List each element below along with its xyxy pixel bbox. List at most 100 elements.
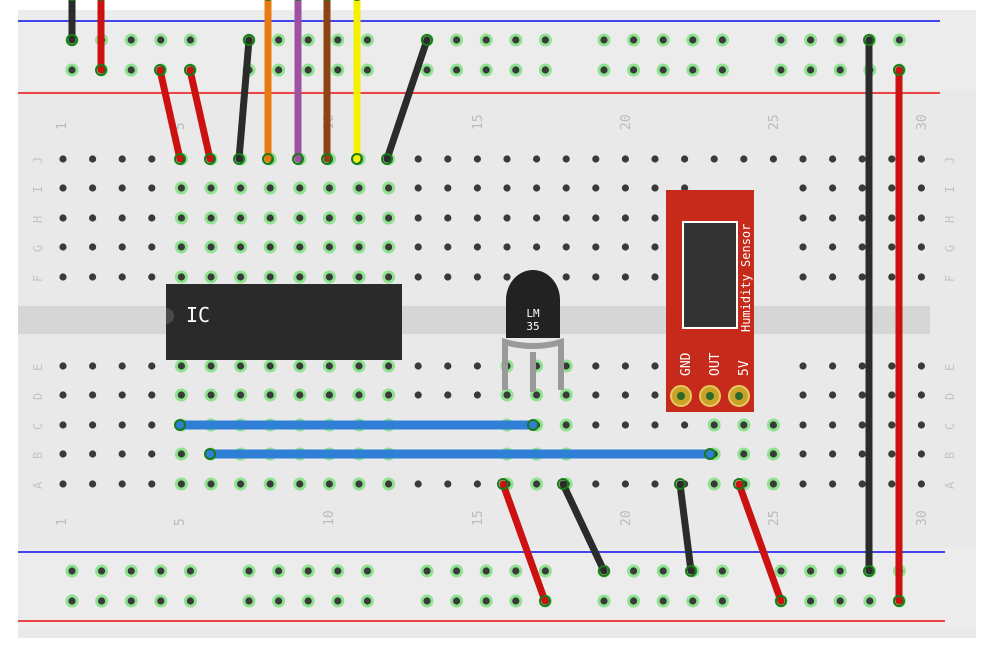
hole-e15[interactable] [473,362,481,370]
hole-j21[interactable] [651,155,659,163]
rail-hole-2-722[interactable] [718,567,727,575]
hole-h14[interactable] [444,214,452,222]
hole-d15[interactable] [473,391,481,399]
rail-hole-0-899[interactable] [895,36,904,44]
hole-i15[interactable] [473,184,481,192]
hole-g21[interactable] [651,243,659,251]
hole-c26[interactable] [799,421,807,429]
hole-a19[interactable] [592,480,600,488]
rail-hole-3-663[interactable] [659,597,667,605]
rail-hole-0-722[interactable] [718,36,727,44]
hole-i19[interactable] [592,184,600,192]
hole-e19[interactable] [592,362,600,370]
hole-i26[interactable] [799,184,807,192]
hole-i6[interactable] [207,184,215,192]
hole-h29[interactable] [888,214,896,222]
hole-e12[interactable] [385,362,393,370]
hole-g27[interactable] [829,243,837,251]
hole-i20[interactable] [621,184,630,192]
hole-f12[interactable] [385,273,393,281]
rail-hole-3-338[interactable] [334,597,342,605]
rail-hole-0-781[interactable] [777,36,785,44]
hole-a21[interactable] [651,480,659,488]
rail-hole-2-634[interactable] [630,567,638,575]
hole-j23[interactable] [710,155,718,163]
hole-c30[interactable] [917,421,926,429]
hole-b3[interactable] [118,450,126,458]
rail-hole-2-367[interactable] [363,567,371,575]
hole-g19[interactable] [592,243,600,251]
hole-g30[interactable] [917,243,926,251]
hole-d1[interactable] [59,391,67,399]
hole-j13[interactable] [414,155,422,163]
rail-hole-1-308[interactable] [304,66,312,74]
hole-g7[interactable] [237,243,245,251]
hole-f4[interactable] [148,273,156,281]
hole-h15[interactable] [473,214,481,222]
hole-j24[interactable] [740,155,748,163]
wire-red-jumper-3[interactable] [499,480,549,605]
hole-j1[interactable] [59,155,67,163]
hole-j26[interactable] [799,155,807,163]
hole-h17[interactable] [533,214,541,222]
hole-b29[interactable] [888,450,896,458]
wire-red-jumper-1[interactable] [156,66,184,163]
rail-hole-0-161[interactable] [157,36,165,44]
hole-j17[interactable] [533,155,541,163]
hole-g2[interactable] [89,243,97,251]
rail-hole-1-604[interactable] [600,66,608,74]
hole-g16[interactable] [503,243,511,251]
rail-hole-3-604[interactable] [600,597,608,605]
hole-f28[interactable] [858,273,866,281]
rail-hole-2-279[interactable] [275,567,283,575]
hole-c1[interactable] [59,421,67,429]
rail-hole-1-516[interactable] [512,66,520,74]
hole-f7[interactable] [237,273,245,281]
rail-hole-3-131[interactable] [127,597,135,605]
rail-hole-2-190[interactable] [186,567,194,575]
hole-i16[interactable] [503,184,511,192]
rail-hole-2-161[interactable] [157,567,165,575]
hole-c25[interactable] [769,421,778,429]
rail-hole-1-545[interactable] [541,66,550,74]
rail-hole-2-308[interactable] [304,567,312,575]
hole-h8[interactable] [266,214,274,222]
hole-e3[interactable] [118,362,126,370]
hole-a4[interactable] [148,480,156,488]
rail-hole-1-131[interactable] [127,66,135,74]
rail-hole-0-486[interactable] [482,36,490,44]
rail-hole-3-870[interactable] [866,597,874,605]
hole-j28[interactable] [858,155,866,163]
humidity-sensor[interactable]: Humidity Sensor GND OUT 5V [666,190,754,412]
rail-hole-2-840[interactable] [836,567,844,575]
hole-g17[interactable] [533,243,541,251]
hole-i27[interactable] [829,184,837,192]
hole-d10[interactable] [325,391,333,399]
hole-h3[interactable] [118,214,126,222]
hole-f11[interactable] [355,273,363,281]
hole-c22[interactable] [681,421,689,429]
rail-hole-2-338[interactable] [334,567,342,575]
hole-i8[interactable] [266,184,274,192]
rail-hole-2-516[interactable] [512,567,520,575]
hole-d11[interactable] [355,391,363,399]
hole-i12[interactable] [385,184,393,192]
hole-j30[interactable] [917,155,926,163]
hole-g9[interactable] [296,243,304,251]
rail-hole-2-545[interactable] [541,567,550,575]
hole-i28[interactable] [858,184,866,192]
hole-b25[interactable] [769,450,778,458]
hole-h19[interactable] [592,214,600,222]
hole-f1[interactable] [59,273,67,281]
hole-f27[interactable] [829,273,837,281]
rail-hole-1-457[interactable] [453,66,461,74]
hole-a17[interactable] [533,480,541,488]
rail-hole-0-663[interactable] [659,36,667,44]
hole-j2[interactable] [89,155,97,163]
hole-d13[interactable] [414,391,422,399]
hole-e11[interactable] [355,362,363,370]
hole-h26[interactable] [799,214,807,222]
hole-d4[interactable] [148,391,156,399]
hole-g29[interactable] [888,243,896,251]
hole-h1[interactable] [59,214,67,222]
